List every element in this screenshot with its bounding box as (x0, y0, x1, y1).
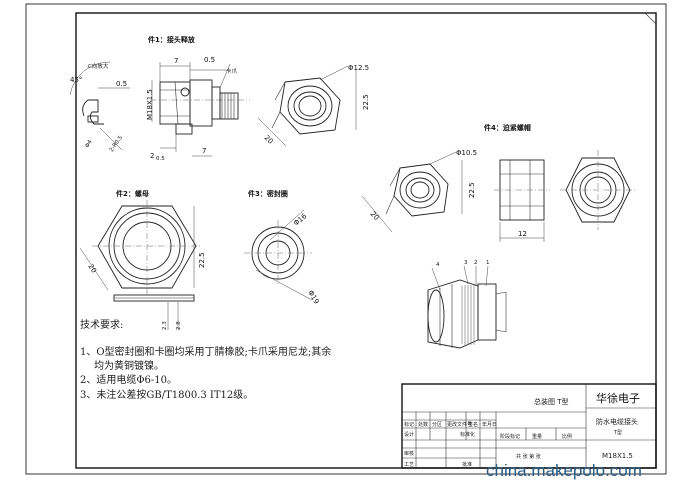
part3-title: 件3：密封圈 (248, 189, 288, 198)
corner-mark (644, 12, 657, 25)
dim-phi4: Φ4 (85, 139, 94, 149)
watermark: china.makepolo.com (486, 461, 642, 480)
dim-phi16: Φ16 (292, 212, 309, 228)
dim-225-p2: 22.5 (198, 252, 206, 268)
part3-group: 件3：密封圈 Φ16 Φ19 (244, 189, 320, 305)
tb-h-scale: 比例 (562, 433, 572, 440)
part4-group: 件4：迫紧螺帽 Φ10.5 22.5 20 12 (361, 123, 636, 242)
balloon-2: 2 (474, 260, 478, 266)
balloon-4: 4 (436, 262, 440, 268)
dim-2r05: 2-R0.5 (109, 135, 125, 154)
tb-h-review: 审核 (404, 450, 414, 457)
dim-20-p2: 20 (86, 263, 98, 275)
tb-h-zone: 分区 (432, 421, 442, 428)
dim-23: 2.3 (162, 321, 168, 330)
balloon-1: 1 (486, 260, 490, 266)
label-kazhua: 卡爪 (226, 67, 238, 75)
part2-title: 件2：螺母 (116, 189, 149, 198)
assembly-threads (461, 285, 475, 345)
balloon-3: 3 (464, 260, 468, 266)
notes-heading: 技术要求: (80, 318, 123, 331)
dim-m18: M18X1.5 (146, 89, 154, 120)
dim-phi105: Φ10.5 (456, 149, 477, 157)
tb-company: 华徐电子 (596, 391, 640, 405)
notes-line3: 3、未注公差按GB/T1800.3 IT12级。 (80, 388, 253, 401)
tb-product: 防水电缆接头 (596, 417, 638, 426)
tb-h-approve: 批准 (462, 461, 472, 468)
dim-28: 2.8 (176, 321, 182, 330)
dim-12: 12 (518, 230, 527, 238)
part4-title: 件4：迫紧螺帽 (484, 123, 531, 132)
dim-phi19: Φ19 (306, 289, 320, 305)
tb-h-weight: 重量 (532, 433, 542, 440)
dim-45deg: 45° (70, 76, 82, 84)
tb-h-count: 处数 (418, 421, 428, 428)
part2-group: 件2：螺母 22.5 20 2.3 2.8 (79, 189, 206, 330)
dim-7-bot: 7 (202, 147, 206, 155)
dim-20-p4: 20 (369, 210, 381, 222)
notes-line1: 1、O型密封圈和卡圈均采用丁腈橡胶;卡爪采用尼龙;其余 (80, 345, 331, 358)
part1-iso-view: Φ12.5 22.5 20 (257, 64, 370, 147)
notes-line1b: 均为黄铜镀镍。 (94, 359, 164, 372)
dim-05-bot: 0.5 (156, 156, 165, 162)
dim-7-top: 7 (174, 57, 178, 65)
outer-frame (25, 3, 667, 475)
dim-225-p1: 22.5 (362, 94, 370, 110)
tb-h-sign: 签名 (468, 421, 478, 428)
technical-notes: 技术要求: 1、O型密封圈和卡圈均采用丁腈橡胶;卡爪采用尼龙;其余 均为黄铜镀镍… (80, 318, 331, 401)
tb-h-total: 共 张 第 张 (516, 453, 541, 460)
tb-h-design: 设计 (404, 431, 414, 438)
part1-title: 件1：接头释放 (148, 35, 196, 44)
tb-h-mark: 标记 (404, 421, 414, 428)
dim-225-p4: 22.5 (468, 182, 476, 198)
tb-type: T型 (613, 429, 622, 436)
tb-h-std: 标准化 (460, 431, 475, 438)
tb-h-date: 年月日 (482, 421, 497, 428)
dim-2: 2 (150, 152, 154, 160)
tb-h-stage: 阶段标记 (500, 433, 520, 440)
dim-20-p1: 20 (263, 134, 275, 146)
tb-assembly: 总装图 T型 (534, 397, 569, 406)
thread-lines (221, 93, 235, 119)
title-block: 总装图 T型 华徐电子 防水电缆接头 T型 M18X1.5 标记 处数 分区 更… (401, 383, 657, 469)
tb-h-process: 工艺 (404, 462, 414, 468)
tb-spec: M18X1.5 (602, 452, 633, 460)
c-view-detail: C向放大 45° 0.5 2-R0.5 Φ4 (69, 61, 130, 154)
inner-frame (75, 12, 657, 469)
notes-line2: 2、适用电缆Φ6-10。 (80, 373, 177, 386)
assembly-iso-view: 4 3 2 1 (427, 260, 507, 349)
dim-phi125: Φ12.5 (348, 64, 369, 72)
tb-h-docno: 更改文件号 (447, 421, 472, 428)
dim-05-c: 0.5 (116, 80, 127, 88)
c-view-label: C向放大 (88, 62, 109, 70)
dim-05-top: 0.5 (204, 56, 215, 64)
part1-group: 件1：接头释放 7 0.5 卡爪 M18X1.5 2 (146, 35, 250, 162)
